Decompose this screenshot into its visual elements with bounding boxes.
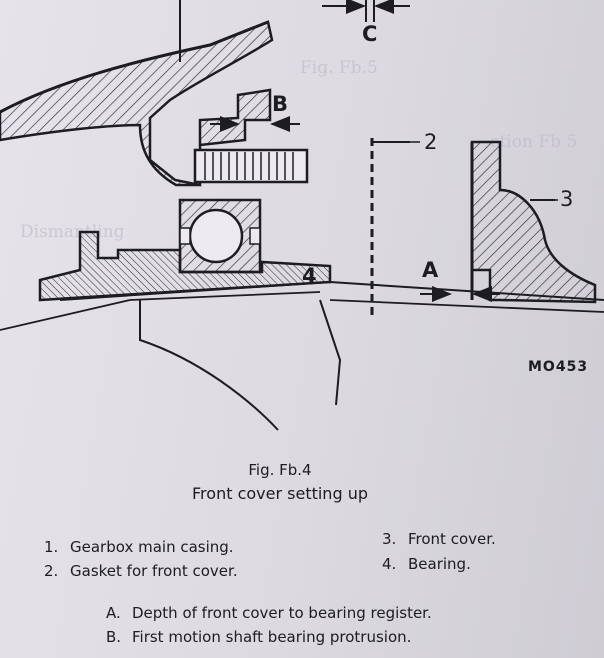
callout-c: C xyxy=(362,22,378,46)
callout-4: 4 xyxy=(302,264,317,288)
lower-casing xyxy=(0,230,604,431)
drawing-code: MO453 xyxy=(528,359,589,375)
gasket xyxy=(370,138,410,320)
dimension-item-b: B.First motion shaft bearing protrusion. xyxy=(106,628,412,646)
callout-3: 3 xyxy=(560,187,574,211)
dimension-c xyxy=(322,0,410,22)
part-item-4: 4.Bearing. xyxy=(382,555,471,573)
front-cover-diagram xyxy=(0,0,604,431)
callout-2: 2 xyxy=(424,130,438,154)
callout-b: B xyxy=(272,92,289,116)
dimension-item-a: A.Depth of front cover to bearing regist… xyxy=(106,604,432,622)
gearbox-main-casing xyxy=(0,0,274,187)
bleed-through-text: ction Fb 5 xyxy=(490,132,578,152)
callout-a: A xyxy=(422,258,439,282)
front-cover xyxy=(470,140,597,304)
part-item-3: 3.Front cover. xyxy=(382,530,496,548)
bearing xyxy=(178,198,262,274)
first-motion-shaft xyxy=(193,148,309,184)
bleed-through-text: Fig. Fb.5 xyxy=(300,58,378,78)
part-item-1: 1.Gearbox main casing. xyxy=(44,538,234,556)
figure-number: Fig. Fb.4 xyxy=(248,461,312,479)
figure-title: Front cover setting up xyxy=(192,484,368,503)
part-item-2: 2.Gasket for front cover. xyxy=(44,562,238,580)
